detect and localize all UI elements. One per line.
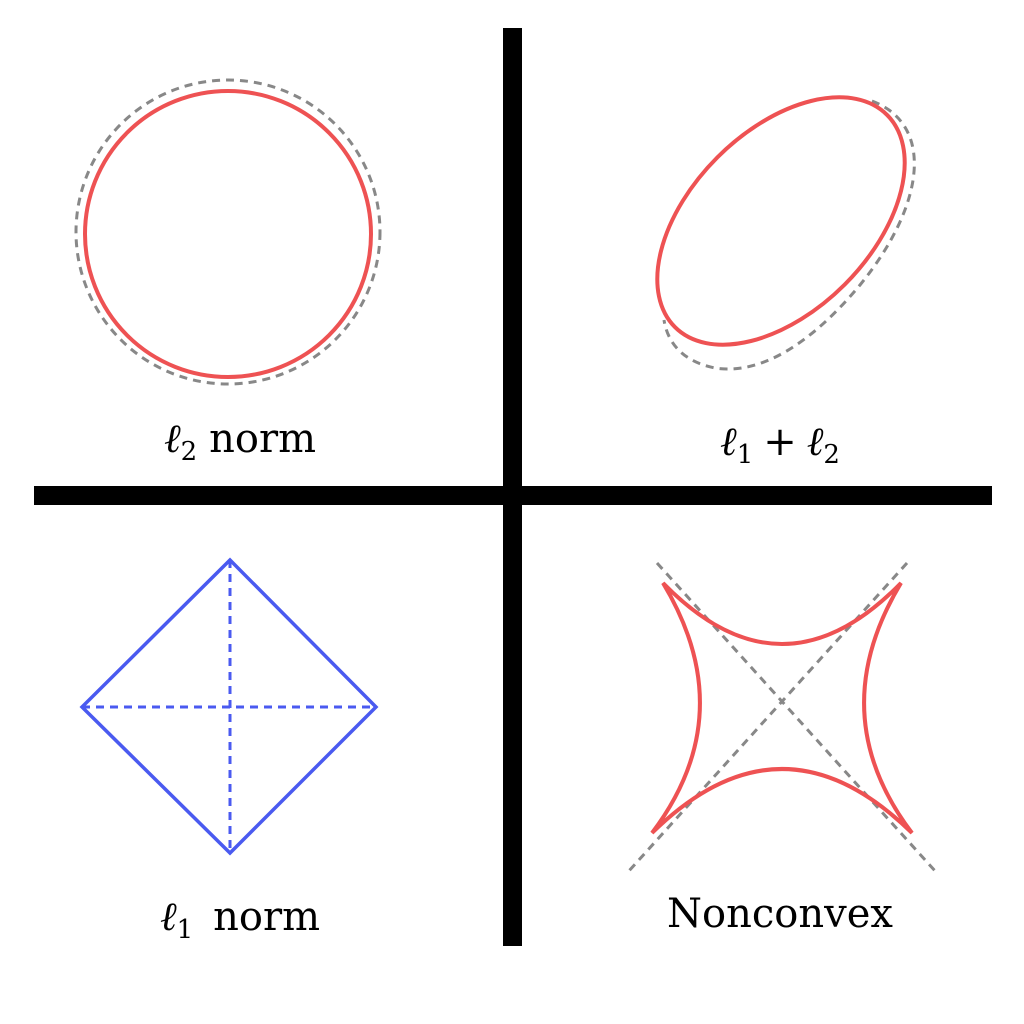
panel-l1-norm: ℓ1 norm	[79, 557, 379, 945]
l2-norm-caption: ℓ2 norm	[164, 416, 316, 467]
panel-l2-norm: ℓ2 norm	[74, 78, 382, 467]
horizontal-divider	[34, 486, 992, 505]
l2-norm-text: norm	[209, 416, 316, 462]
elastic-dashed-ellipse	[662, 99, 916, 371]
l1-symbol-b: ℓ	[160, 894, 177, 940]
l2-subscript-b: 2	[823, 440, 840, 470]
l1-subscript: 1	[737, 440, 754, 470]
l2-symbol: ℓ	[164, 416, 181, 462]
l1-subscript-b: 1	[177, 915, 194, 945]
elastic-net-ball	[655, 95, 907, 347]
l1-symbol: ℓ	[720, 419, 737, 465]
panel-l1-plus-l2: ℓ1+ℓ2	[655, 95, 916, 470]
nonconvex-caption: Nonconvex	[667, 891, 893, 937]
l1-unit-ball	[79, 557, 379, 856]
elastic-caption: ℓ1+ℓ2	[720, 419, 840, 470]
l2-symbol-b: ℓ	[807, 419, 824, 465]
nonconvex-astroid	[650, 581, 914, 835]
l2-dashed-circle	[74, 78, 382, 386]
l1-norm-text: norm	[213, 894, 320, 940]
l2-subscript: 2	[181, 437, 198, 467]
l2-unit-ball	[83, 89, 373, 379]
panel-nonconvex: Nonconvex	[626, 561, 938, 937]
plus-operator: +	[763, 419, 797, 465]
l1-norm-caption: ℓ1 norm	[160, 894, 320, 945]
